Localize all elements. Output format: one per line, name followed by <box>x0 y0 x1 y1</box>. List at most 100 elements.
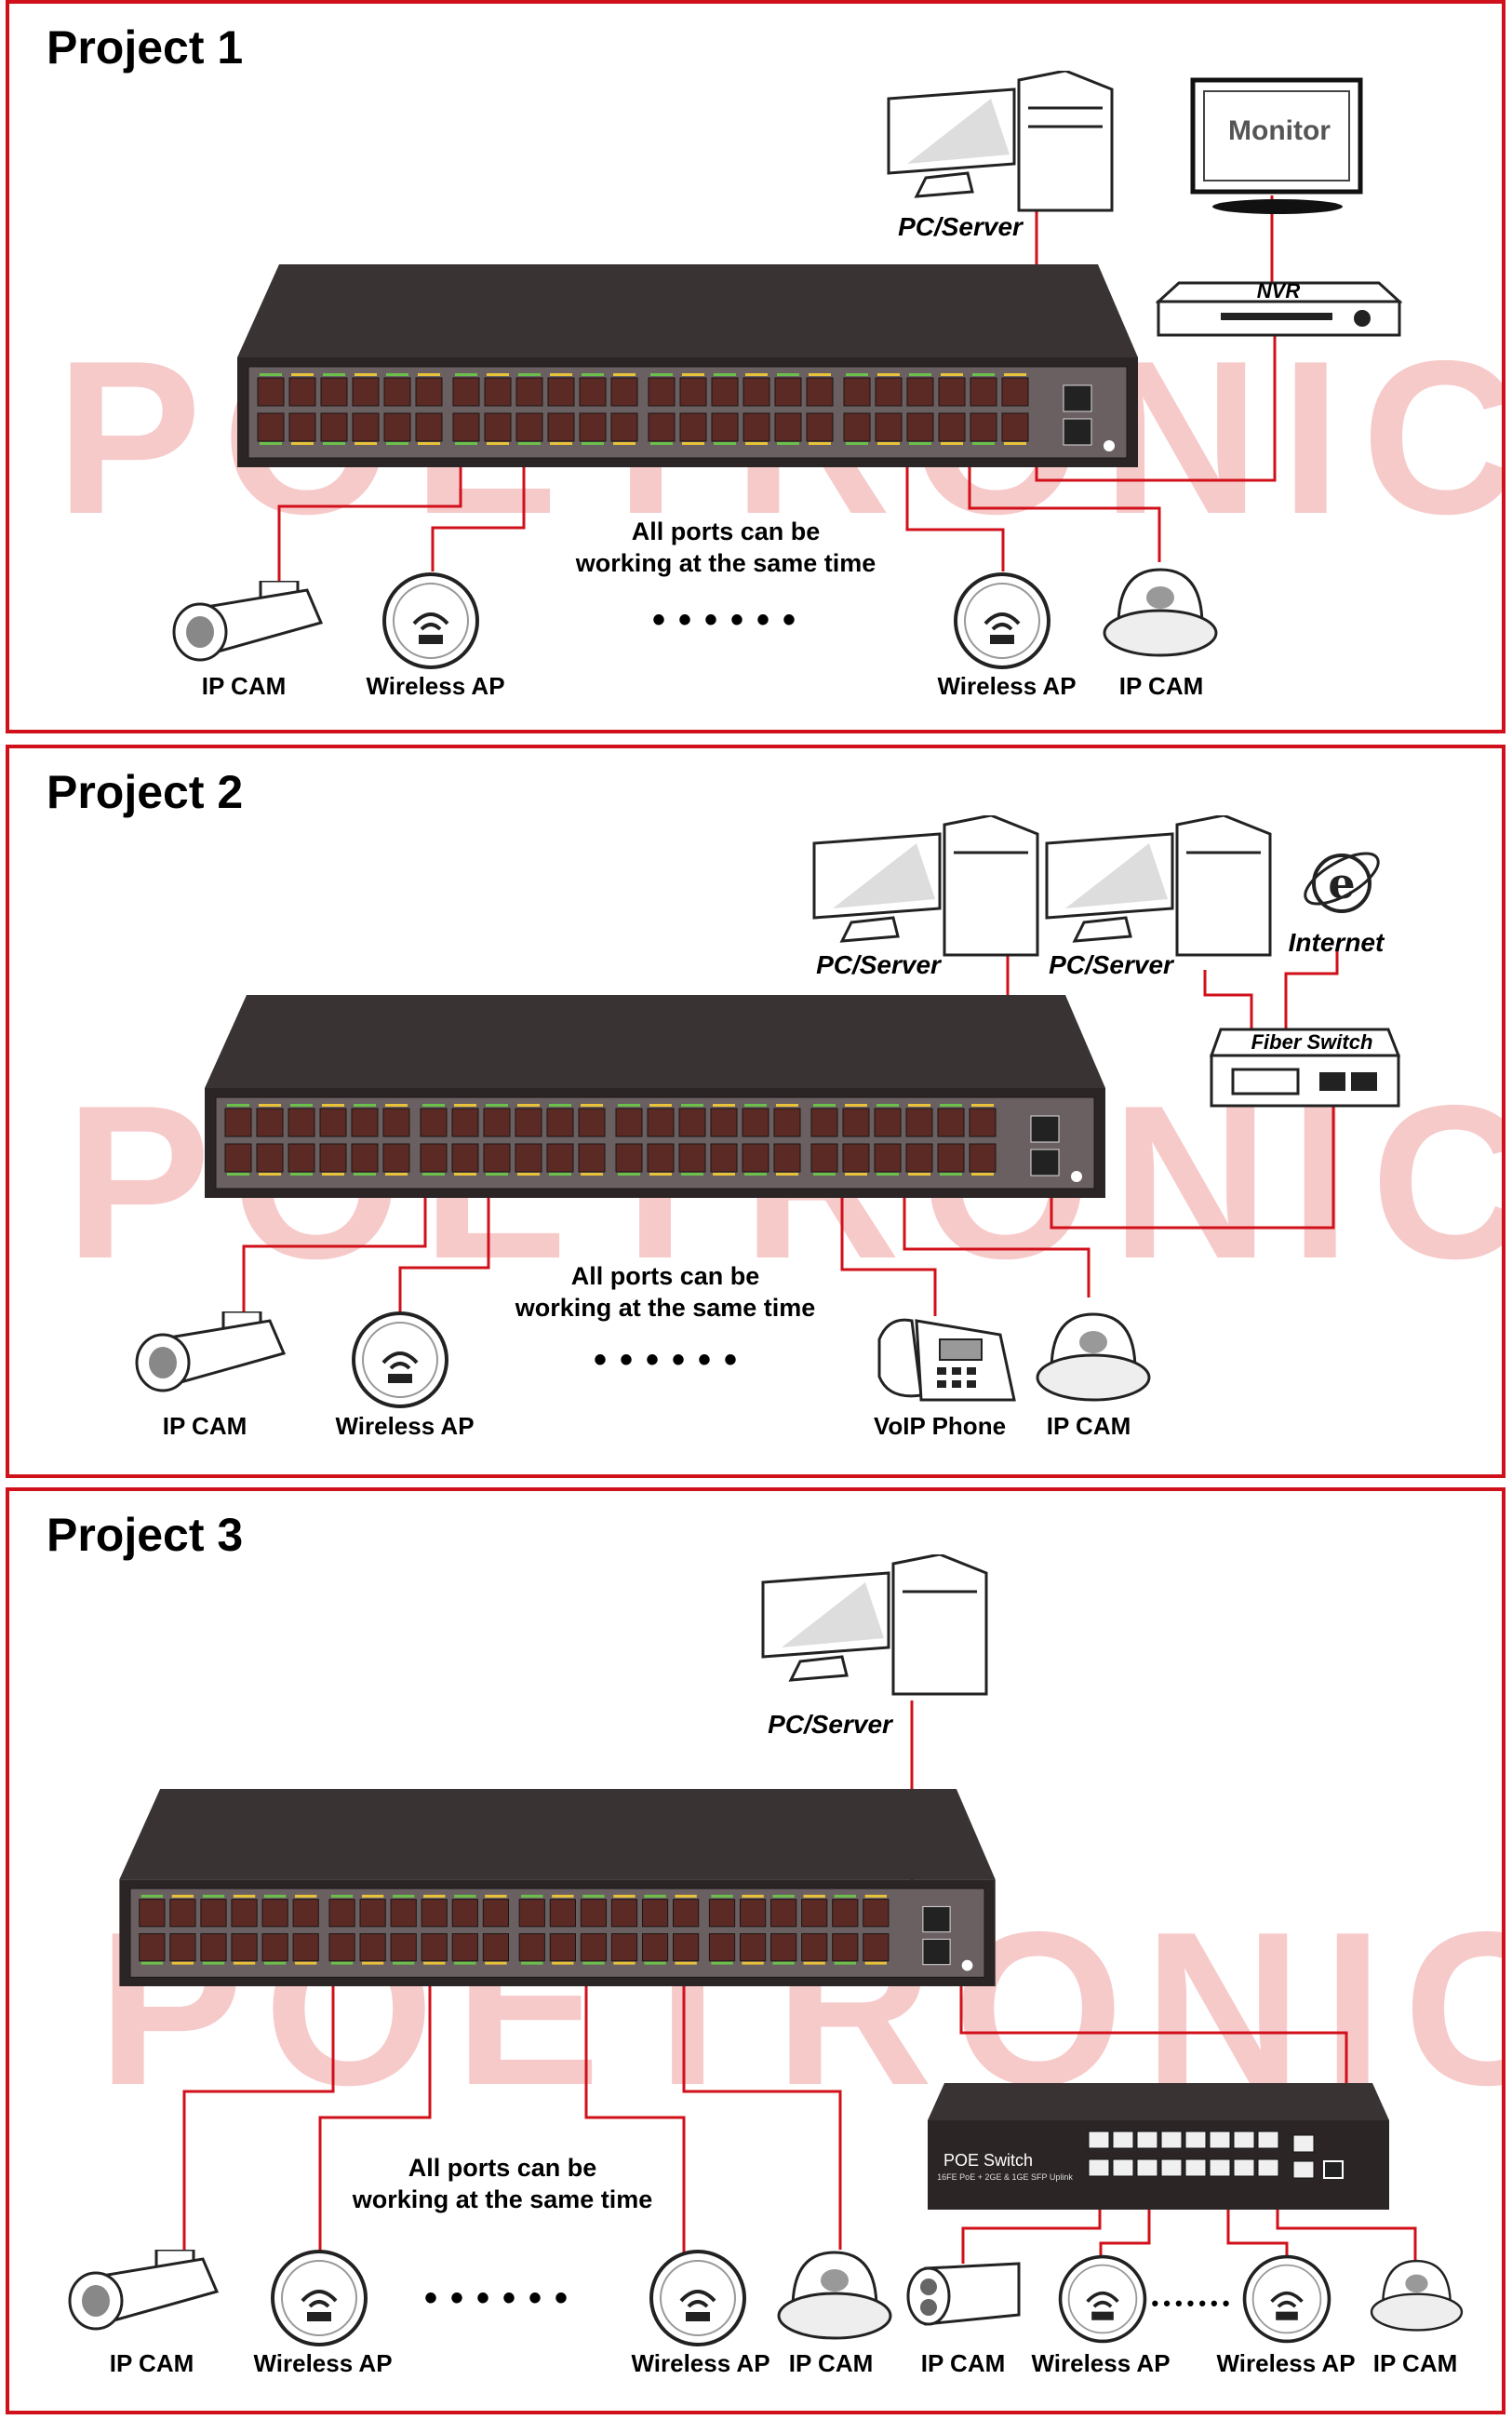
rj45-port <box>806 412 834 442</box>
rj45-port <box>641 1933 669 1962</box>
ip-cam-label: IP CAM <box>1372 2349 1458 2377</box>
port-led <box>171 1961 194 1965</box>
rj45-port <box>328 1933 355 1962</box>
project-2-panel: POETRONICS Project 2 PC/Server <box>6 745 1505 1478</box>
rj45-port <box>905 1108 933 1137</box>
rj45-port <box>518 1899 545 1928</box>
rj45-port <box>200 1899 227 1928</box>
poe-switch-48-port <box>205 995 1105 1198</box>
port-led <box>776 1173 798 1176</box>
ip-cam-label: IP CAM <box>201 672 287 700</box>
port-led <box>877 373 900 376</box>
rj45-port <box>257 377 285 407</box>
port-led <box>613 373 636 376</box>
voip-phone-label: VoIP Phone <box>873 1412 1007 1440</box>
port-led <box>581 1104 603 1107</box>
rj45-port <box>351 1108 379 1137</box>
rj45-port <box>742 1143 769 1173</box>
port-led <box>940 1173 962 1176</box>
rj45-port <box>547 412 575 442</box>
port-led <box>323 442 345 445</box>
port-led <box>259 1104 281 1107</box>
rj45-port <box>648 412 676 442</box>
rj45-port <box>319 1143 347 1173</box>
rj45-port <box>452 377 480 407</box>
rj45-port <box>801 1933 828 1962</box>
port-led <box>330 1961 354 1965</box>
port-led <box>233 1961 256 1965</box>
rj45-port <box>678 1108 706 1137</box>
port-led <box>259 1173 281 1176</box>
rj45-port <box>739 1899 767 1928</box>
port-led <box>171 1894 194 1898</box>
port-led <box>711 1894 733 1898</box>
wireless-ap-label: Wireless AP <box>253 2349 393 2377</box>
rj45-port <box>615 1108 643 1137</box>
port-led <box>552 1894 574 1898</box>
port-led <box>675 1961 697 1965</box>
port-led <box>809 442 831 445</box>
port-led <box>846 442 868 445</box>
port-led <box>260 442 282 445</box>
rj45-port <box>969 1143 997 1173</box>
port-led <box>618 1173 640 1176</box>
port-led <box>644 1961 666 1965</box>
rj45-port <box>256 1108 284 1137</box>
rj45-port <box>421 1933 448 1962</box>
rj45-port <box>648 377 676 407</box>
poe-switch-subtitle: 16FE PoE + 2GE & 1GE SFP Uplink <box>937 2172 1073 2182</box>
rj45-port <box>832 1899 859 1928</box>
port-led <box>454 1961 476 1965</box>
pc-server-icon <box>1045 815 1272 957</box>
pc-server-label: PC/Server <box>768 1710 892 1739</box>
port-led <box>291 373 314 376</box>
rj45-port <box>549 1899 576 1928</box>
rj45-port <box>842 1108 870 1137</box>
ports-note: All ports can be working at the same tim… <box>353 2152 653 2215</box>
pc-server-label: PC/Server <box>1049 950 1173 979</box>
rj45-port <box>518 1933 545 1962</box>
rj45-port <box>383 377 411 407</box>
port-led <box>290 1173 313 1176</box>
wireless-ap-label: Wireless AP <box>335 1412 475 1440</box>
port-led <box>834 1894 856 1898</box>
port-led <box>518 373 541 376</box>
rj45-port <box>938 377 966 407</box>
more-devices-ellipsis-small: ••••••• <box>1151 2292 1235 2315</box>
rj45-port <box>319 1108 347 1137</box>
rj45-port <box>937 1143 965 1173</box>
bullet-camera-icon <box>172 581 324 662</box>
port-led <box>355 442 377 445</box>
port-led <box>322 1173 344 1176</box>
port-led <box>940 1104 962 1107</box>
rj45-port <box>200 1933 227 1962</box>
rj45-port <box>359 1933 386 1962</box>
rj45-port <box>770 1933 797 1962</box>
port-led <box>675 1894 697 1898</box>
rj45-port <box>969 1108 997 1137</box>
port-led <box>361 1894 384 1898</box>
port-led <box>487 373 509 376</box>
port-led <box>681 1104 703 1107</box>
port-led <box>202 1961 225 1965</box>
rj45-port <box>415 412 443 442</box>
port-led <box>140 1894 164 1898</box>
rj45-port <box>742 1108 769 1137</box>
rj45-port <box>390 1899 417 1928</box>
rj45-port <box>610 377 638 407</box>
port-led <box>582 1961 605 1965</box>
port-led <box>582 442 604 445</box>
port-led <box>354 1173 376 1176</box>
port-led <box>649 1173 672 1176</box>
rj45-port <box>708 1933 736 1962</box>
more-devices-ellipsis: •••••• <box>593 1339 751 1380</box>
more-devices-ellipsis: •••••• <box>651 599 810 640</box>
rj45-port <box>451 1143 479 1173</box>
fiber-switch-icon <box>1210 1028 1400 1108</box>
port-led <box>455 442 477 445</box>
rj45-port <box>515 1143 542 1173</box>
port-led <box>582 373 604 376</box>
port-led <box>386 373 408 376</box>
wireless-ap-icon <box>352 1311 448 1408</box>
rj45-port <box>169 1933 196 1962</box>
